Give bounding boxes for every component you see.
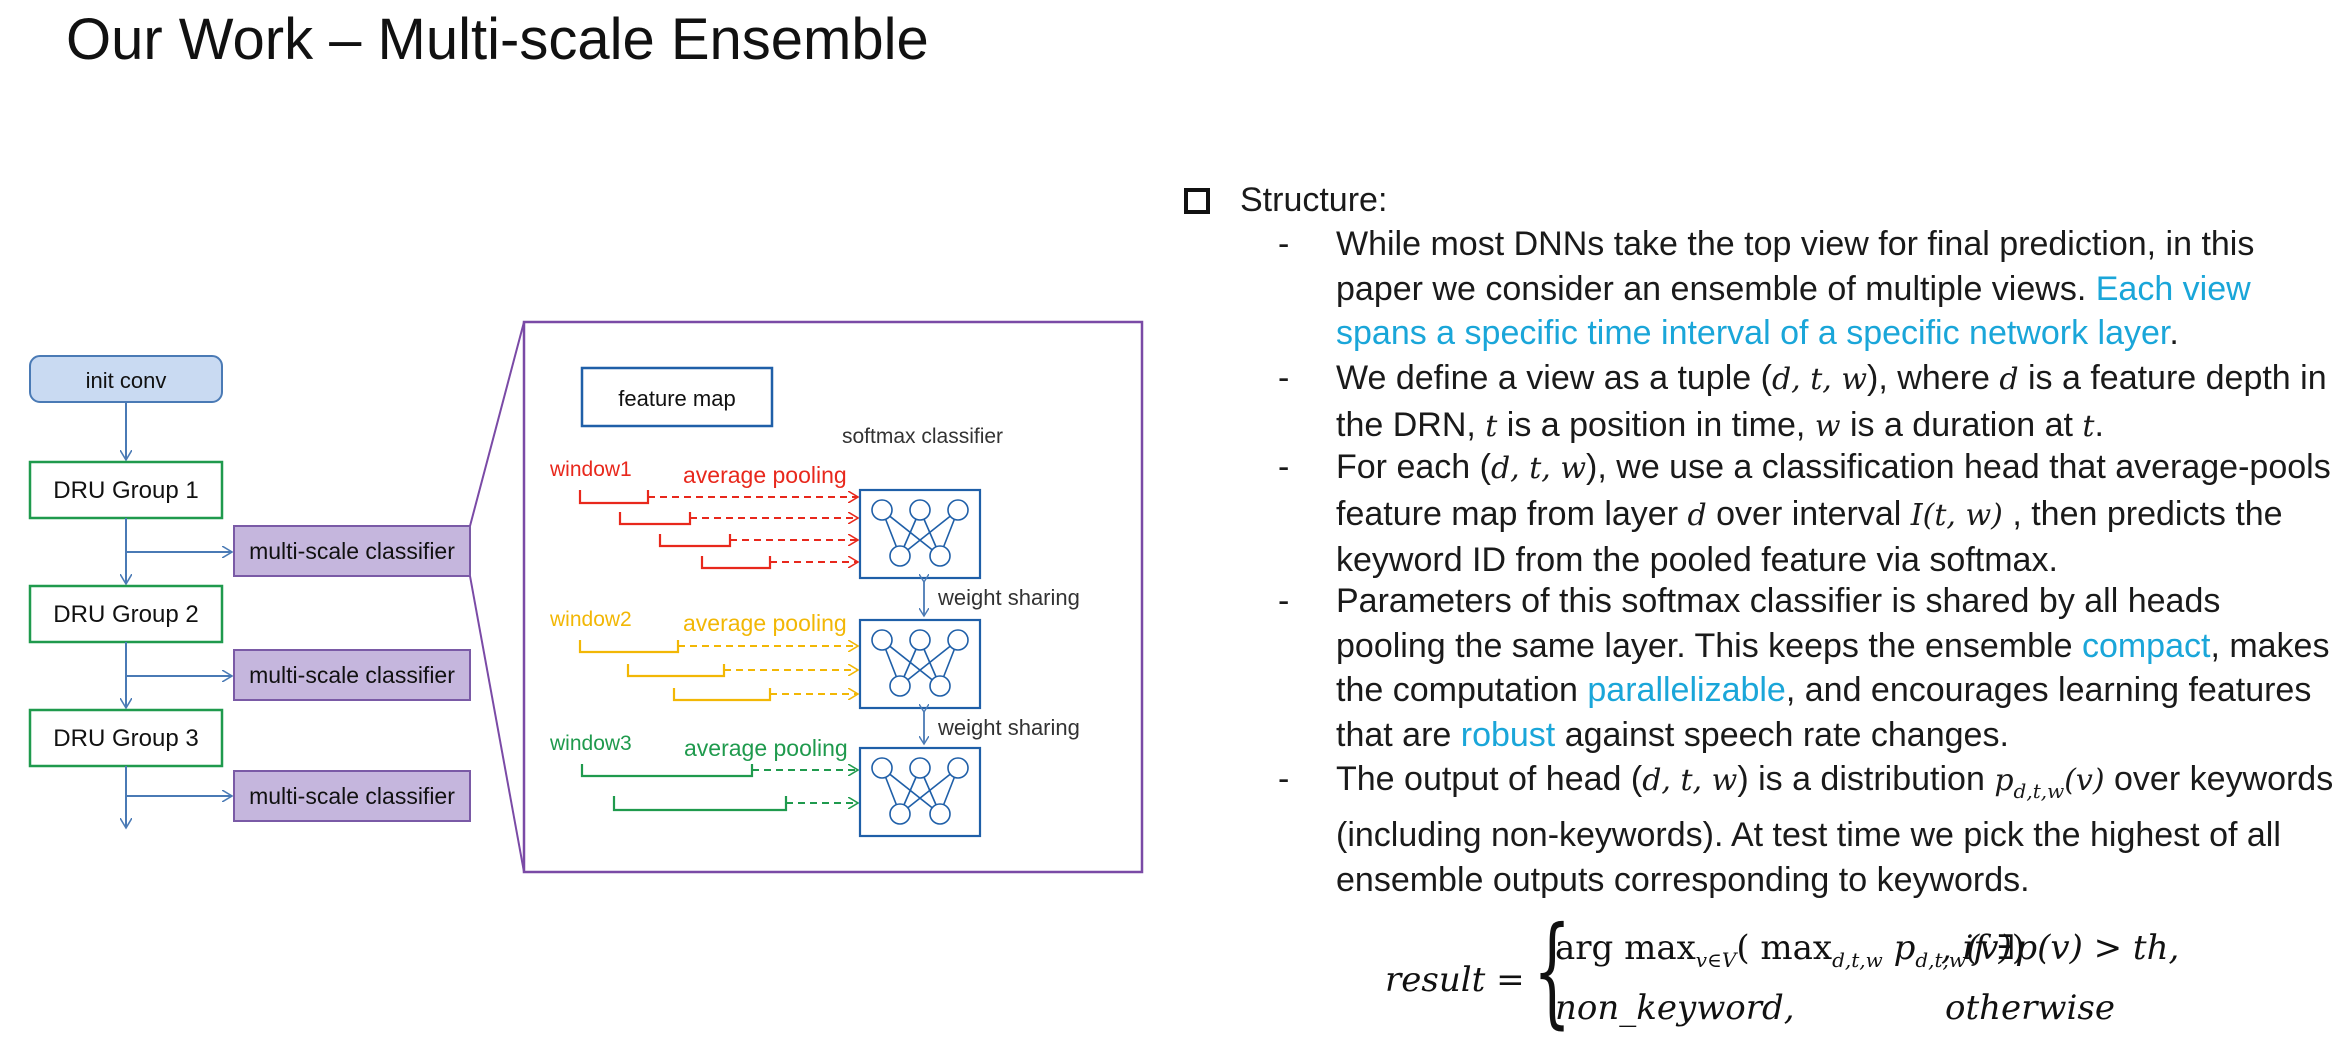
window3-label: window3: [549, 732, 632, 755]
dru-group-1-label: DRU Group 1: [53, 477, 198, 504]
window2-label: window2: [549, 608, 632, 631]
weight-sharing-1-label: weight sharing: [937, 585, 1080, 610]
formula-result: result =: [1385, 960, 1525, 1000]
formula-case-2: non_keyword,: [1555, 988, 1795, 1028]
list-item-3: For each (d, t, w), we use a classificat…: [1336, 448, 2331, 580]
avg-pooling-3-label: average pooling: [684, 735, 848, 761]
list-item-5: The output of head (d, t, w) is a distri…: [1336, 760, 2334, 899]
formula-condition-2: otherwise: [1945, 988, 2115, 1028]
weight-sharing-2-label: weight sharing: [937, 715, 1080, 740]
dash-bullet: -: [1278, 760, 1290, 798]
dru-group-3-label: DRU Group 3: [53, 725, 198, 752]
classifier-3-box: [233, 770, 471, 822]
classifier-2-label: multi-scale classifier: [249, 662, 455, 688]
architecture-diagram: init conv DRU Group 1 multi-scale classi…: [28, 320, 1144, 874]
feature-map-box: [580, 366, 774, 428]
avg-pooling-2-label: average pooling: [683, 610, 847, 636]
classifier-3-label: multi-scale classifier: [249, 783, 455, 809]
formula-condition-1: , if ∃p(v) > th,: [1941, 928, 2180, 968]
avg-pooling-1-label: average pooling: [683, 462, 847, 488]
dash-bullet: -: [1278, 448, 1290, 486]
classifier-1-box: [233, 525, 471, 577]
result-formula: result = { arg maxv∈V( maxd,t,w pd,t,w(v…: [1385, 912, 2285, 1042]
classifier-1-label: multi-scale classifier: [249, 538, 455, 564]
slide-title: Our Work – Multi-scale Ensemble: [66, 7, 929, 72]
feature-map-label: feature map: [618, 386, 735, 411]
dash-bullet: -: [1278, 225, 1290, 263]
softmax-classifier-label: softmax classifier: [842, 425, 1003, 448]
formula-brace: {: [1533, 902, 1572, 1041]
checkbox-bullet-icon: [1184, 188, 1210, 214]
structure-heading: Structure:: [1240, 181, 1388, 219]
init-conv-label: init conv: [86, 368, 167, 393]
softmax-net-1: [858, 488, 982, 580]
dash-bullet: -: [1278, 582, 1290, 620]
dru-group-2-label: DRU Group 2: [53, 601, 198, 628]
window1-label: window1: [549, 458, 632, 481]
classifier-2-box: [233, 649, 471, 701]
dash-bullet: -: [1278, 359, 1290, 397]
list-item-4: Parameters of this softmax classifier is…: [1336, 582, 2330, 754]
dru-group-3-box: [28, 708, 224, 768]
softmax-net-3: [858, 746, 982, 838]
formula-case-1: arg maxv∈V( maxd,t,w pd,t,w(v)): [1555, 928, 2026, 972]
list-item-2: We define a view as a tuple (d, t, w), w…: [1336, 359, 2327, 444]
list-item-1: While most DNNs take the top view for fi…: [1336, 225, 2255, 353]
softmax-net-2: [858, 618, 982, 710]
